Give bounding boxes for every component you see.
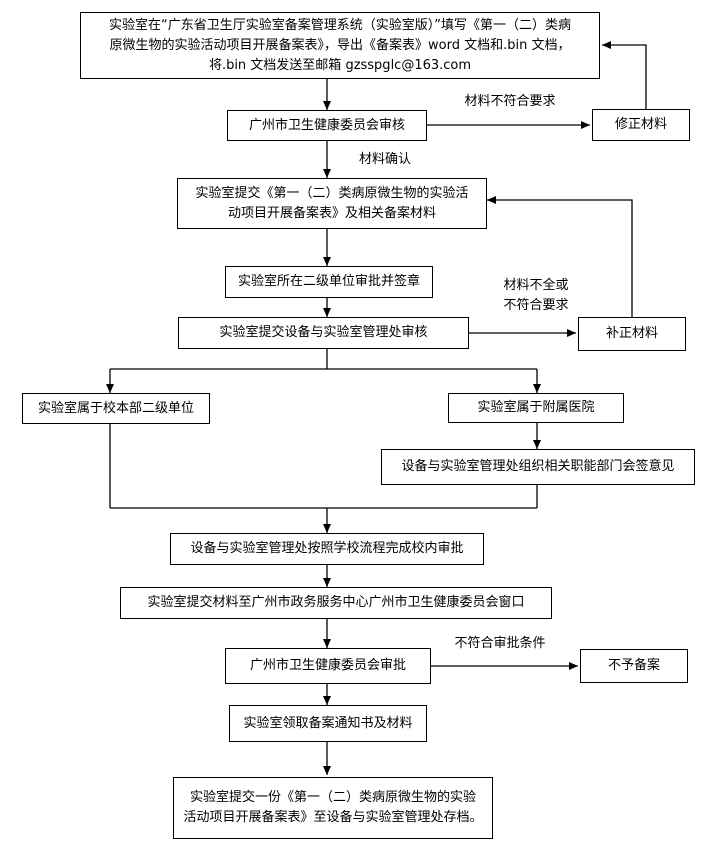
node-equipment-dept-review-label: 实验室提交设备与实验室管理处审核	[219, 325, 428, 340]
node-revise-materials: 修正材料	[592, 109, 690, 141]
node-submit-form-line1: 实验室提交《第一（二）类病原微生物的实验活	[195, 185, 469, 201]
arrow-supplement-to-submit	[487, 196, 633, 317]
node-fill-form-line3: 将.bin 文档发送至邮箱 gzsspglc@163.com	[208, 57, 472, 73]
node-health-approval: 广州市卫生健康委员会审批	[225, 648, 431, 684]
node-archive-line1: 实验室提交一份《第一（二）类病原微生物的实验	[189, 790, 476, 805]
node-health-approval-label: 广州市卫生健康委员会审批	[249, 658, 406, 673]
node-campus-unit: 实验室属于校本部二级单位	[22, 393, 210, 424]
node-internal-approval: 设备与实验室管理处按照学校流程完成校内审批	[170, 533, 484, 565]
node-health-review: 广州市卫生健康委员会审核	[227, 110, 427, 141]
node-not-filed: 不予备案	[580, 649, 688, 683]
node-joint-opinion: 设备与实验室管理处组织相关职能部门会签意见	[381, 449, 695, 485]
node-submit-window-label: 实验室提交材料至广州市政务服务中心广州市卫生健康委员会窗口	[147, 595, 525, 610]
node-affiliated-hospital: 实验室属于附属医院	[448, 393, 624, 423]
node-internal-approval-label: 设备与实验室管理处按照学校流程完成校内审批	[190, 541, 464, 556]
node-receive-notice-label: 实验室领取备案通知书及材料	[243, 715, 413, 731]
node-submit-form-line2: 动项目开展备案表》及相关备案材料	[227, 205, 436, 221]
node-health-review-label: 广州市卫生健康委员会审核	[248, 117, 405, 133]
node-joint-opinion-label: 设备与实验室管理处组织相关职能部门会签意见	[401, 459, 675, 474]
node-supplement-materials-label: 补正材料	[605, 326, 658, 341]
label-not-meet-requirements: 材料不符合要求	[464, 94, 556, 109]
node-secondary-unit-approve: 实验室所在二级单位审批并签章	[225, 266, 433, 298]
node-affiliated-hospital-label: 实验室属于附属医院	[477, 400, 595, 415]
node-submit-form: 实验室提交《第一（二）类病原微生物的实验活 动项目开展备案表》及相关备案材料	[177, 178, 487, 229]
node-campus-unit-label: 实验室属于校本部二级单位	[37, 400, 194, 416]
label-not-meet-conditions: 不符合审批条件	[454, 636, 546, 651]
node-archive: 实验室提交一份《第一（二）类病原微生物的实验 活动项目开展备案表》至设备与实验室…	[173, 777, 493, 839]
node-supplement-materials: 补正材料	[578, 317, 686, 351]
label-materials-confirmed: 材料确认	[358, 152, 411, 167]
node-archive-line2: 活动项目开展备案表》至设备与实验室管理处存档。	[183, 810, 483, 825]
node-receive-notice: 实验室领取备案通知书及材料	[229, 705, 427, 742]
node-fill-form: 实验室在“广东省卫生厅实验室备案管理系统（实验室版）”填写《第一（二）类病 原微…	[80, 12, 600, 79]
label-incomplete-line2: 不符合要求	[503, 298, 569, 313]
node-fill-form-line2: 原微生物的实验活动项目开展备案表》，导出《备案表》word 文档和.bin 文档…	[109, 37, 571, 53]
node-fill-form-line1: 实验室在“广东省卫生厅实验室备案管理系统（实验室版）”填写《第一（二）类病	[109, 17, 571, 33]
label-incomplete-line1: 材料不全或	[503, 278, 569, 293]
arrow-revise-to-form	[602, 41, 647, 109]
node-not-filed-label: 不予备案	[607, 658, 660, 673]
node-equipment-dept-review: 实验室提交设备与实验室管理处审核	[178, 317, 469, 349]
node-submit-window: 实验室提交材料至广州市政务服务中心广州市卫生健康委员会窗口	[120, 587, 552, 619]
node-revise-materials-label: 修正材料	[614, 117, 667, 132]
label-incomplete: 材料不全或 不符合要求	[488, 276, 584, 316]
node-secondary-unit-approve-label: 实验室所在二级单位审批并签章	[237, 274, 420, 289]
